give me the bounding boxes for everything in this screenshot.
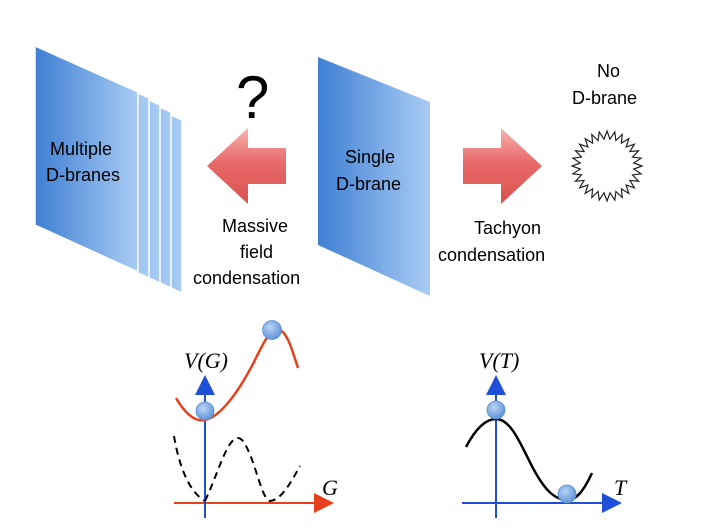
label-line: condensation [193, 268, 300, 288]
ball [557, 484, 577, 504]
brane-sheet [34, 44, 139, 274]
ball [195, 401, 215, 421]
ball [262, 320, 282, 340]
g-label: G [322, 475, 338, 500]
label-line: condensation [438, 245, 545, 265]
no-label-line2: D-brane [572, 88, 637, 108]
label-line: field [240, 242, 273, 262]
single-label-line1: Single [345, 147, 395, 167]
potential-vt-plot: V(T) T [462, 348, 628, 518]
label-line: Massive [222, 216, 288, 236]
multiple-dbranes-stack: Multiple D-branes [34, 44, 183, 295]
vt-label: V(T) [479, 348, 519, 373]
potential-vg-plot: V(G) G [173, 320, 338, 518]
red-potential-curve [174, 328, 300, 422]
tachyon-condensation-label: Tachyon condensation [438, 218, 545, 265]
multiple-label-line1: Multiple [50, 139, 112, 159]
massive-field-condensation-label: Massive field condensation [193, 216, 300, 288]
multiple-label-line2: D-branes [46, 165, 120, 185]
brane-sheet [318, 57, 430, 296]
no-dbrane: No D-brane [570, 61, 644, 203]
left-arrow [207, 128, 286, 204]
question-mark: ? [236, 64, 269, 131]
label-line: Tachyon [474, 218, 541, 238]
ball [486, 400, 506, 420]
single-label-line2: D-brane [336, 174, 401, 194]
dashed-curve [173, 435, 206, 502]
right-arrow [463, 128, 542, 204]
t-label: T [614, 475, 628, 500]
dashed-curve [204, 437, 301, 503]
vg-label: V(G) [184, 348, 228, 373]
no-label-line1: No [597, 61, 620, 81]
single-dbrane: Single D-brane [318, 57, 430, 296]
closed-string-burst-icon [570, 129, 644, 203]
